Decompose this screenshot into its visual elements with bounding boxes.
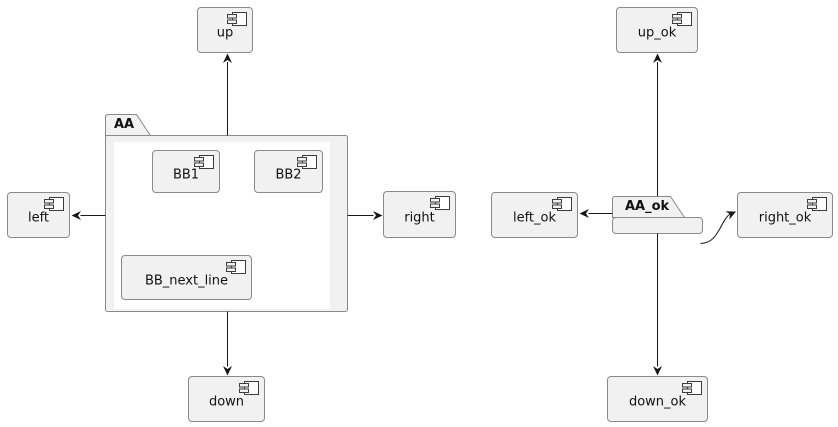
arrow-aa-to-up — [223, 53, 232, 136]
component-label: left_ok — [512, 210, 557, 226]
component-label: down_ok — [628, 394, 687, 410]
arrow-aa-ok-to-up-ok — [653, 53, 662, 196]
component-label: down — [208, 394, 245, 410]
component-bb1: BB1 — [152, 150, 220, 193]
component-right-ok: right_ok — [737, 192, 833, 238]
package-aa-label: AA — [114, 117, 135, 132]
component-icon — [430, 196, 450, 210]
component-right: right — [383, 191, 456, 238]
component-label: up — [216, 25, 234, 41]
arrow-aa-ok-to-right-ok — [700, 211, 736, 244]
component-icon — [227, 12, 247, 26]
component-icon — [226, 260, 246, 274]
component-icon — [44, 197, 64, 211]
component-label: up_ok — [637, 25, 677, 41]
arrow-aa-to-right — [347, 211, 383, 220]
component-label: left — [27, 210, 50, 226]
component-bb-next-line: BB_next_line — [121, 255, 252, 300]
component-left: left — [7, 192, 70, 238]
component-icon — [239, 381, 259, 395]
component-label: right — [404, 210, 435, 225]
component-icon — [552, 197, 572, 211]
component-up: up — [197, 7, 253, 53]
component-up-ok: up_ok — [616, 7, 698, 53]
component-down: down — [188, 376, 265, 422]
component-icon — [807, 197, 827, 211]
component-icon — [682, 381, 702, 395]
component-icon — [194, 155, 214, 169]
component-icon — [672, 12, 692, 26]
arrow-aa-ok-to-down-ok — [653, 233, 662, 376]
arrow-aa-ok-to-left-ok — [579, 209, 613, 218]
component-bb2: BB2 — [254, 150, 323, 193]
component-label: right_ok — [758, 210, 812, 226]
package-aa-ok-shape — [612, 196, 703, 234]
component-left-ok: left_ok — [491, 192, 578, 238]
package-aa-ok-label: AA_ok — [625, 199, 670, 214]
arrow-aa-to-down — [223, 311, 232, 376]
component-label: BB_next_line — [144, 273, 229, 288]
component-label: BB2 — [275, 167, 302, 182]
arrow-aa-to-left — [71, 211, 106, 220]
component-icon — [297, 155, 317, 169]
component-label: BB1 — [172, 167, 200, 182]
component-down-ok: down_ok — [607, 376, 708, 422]
